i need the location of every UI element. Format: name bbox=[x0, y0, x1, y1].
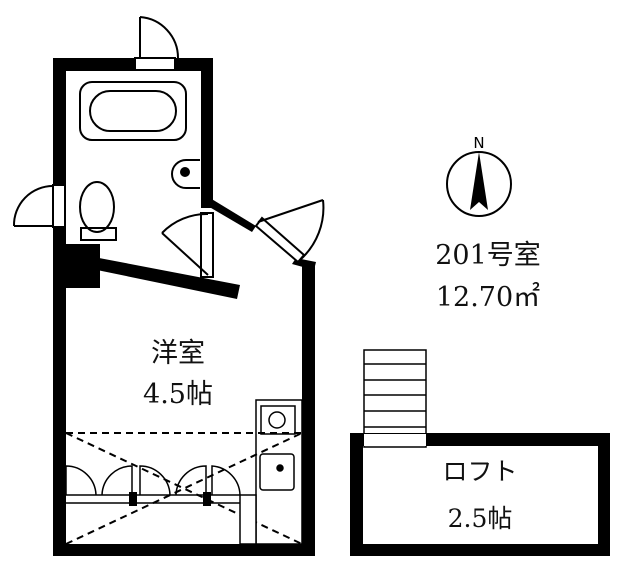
loft-overlay bbox=[65, 432, 303, 545]
loft-name: ロフト bbox=[442, 457, 517, 486]
loft-size: 2.5帖 bbox=[448, 504, 513, 533]
compass: N bbox=[446, 134, 512, 217]
compass-north-label: N bbox=[473, 134, 484, 152]
partition-bar bbox=[97, 258, 240, 299]
loft-ladder bbox=[363, 349, 427, 448]
loft-opening bbox=[364, 434, 426, 446]
entry-wall bbox=[206, 198, 256, 232]
top-door bbox=[134, 16, 180, 71]
kitchen-counter bbox=[255, 399, 303, 545]
closet bbox=[65, 465, 257, 545]
north-arrow-icon bbox=[470, 152, 488, 210]
main-room-size: 4.5帖 bbox=[143, 379, 213, 410]
left-door bbox=[12, 184, 66, 228]
bathtub bbox=[79, 81, 187, 141]
toilet bbox=[79, 181, 117, 241]
outer-walls bbox=[53, 58, 315, 556]
entrance-door bbox=[254, 199, 325, 264]
room-number-label: 201号室 bbox=[435, 240, 541, 271]
main-room-name: 洋室 bbox=[151, 338, 205, 369]
sink bbox=[171, 159, 200, 189]
bathroom-door bbox=[161, 212, 214, 278]
closet-posts bbox=[129, 492, 211, 506]
loft-walls bbox=[350, 433, 610, 556]
area-label: 12.70㎡ bbox=[436, 282, 540, 313]
